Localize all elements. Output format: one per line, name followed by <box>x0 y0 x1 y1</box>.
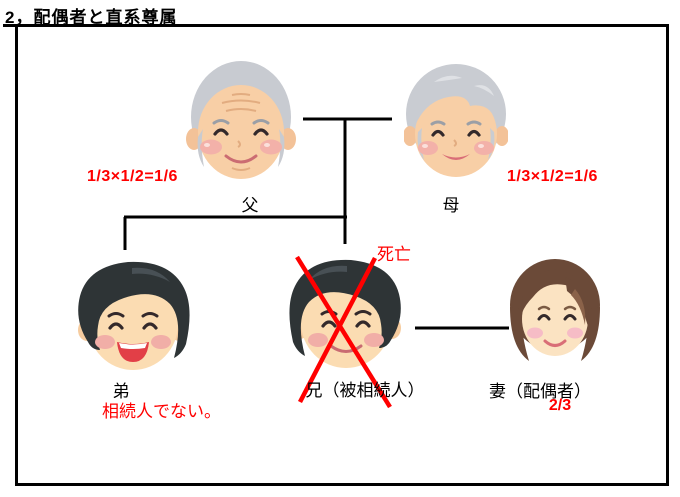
father-label: 父 <box>241 196 259 215</box>
wife-label: 妻（配偶者） <box>489 382 591 401</box>
mother-label: 母 <box>442 196 460 215</box>
title-underline <box>3 24 669 27</box>
wife-avatar-icon <box>507 255 603 367</box>
elder-brother-label: 兄（被相続人） <box>305 381 425 400</box>
death-label: 死亡 <box>377 245 411 264</box>
younger-brother-label: 弟 <box>112 382 130 401</box>
younger-brother-avatar-icon <box>72 258 194 374</box>
mother-share-formula: 1/3×1/2=1/6 <box>507 168 598 185</box>
not-heir-note: 相続人でない。 <box>102 402 221 421</box>
diagram-frame <box>15 24 669 486</box>
father-share-formula: 1/3×1/2=1/6 <box>87 168 178 185</box>
father-avatar-icon <box>186 59 296 181</box>
wife-share-label: 2/3 <box>548 397 572 414</box>
elder-brother-avatar-icon <box>285 254 407 372</box>
mother-avatar-icon <box>404 62 508 180</box>
page-title: 2，配偶者と直系尊属 <box>5 8 178 27</box>
